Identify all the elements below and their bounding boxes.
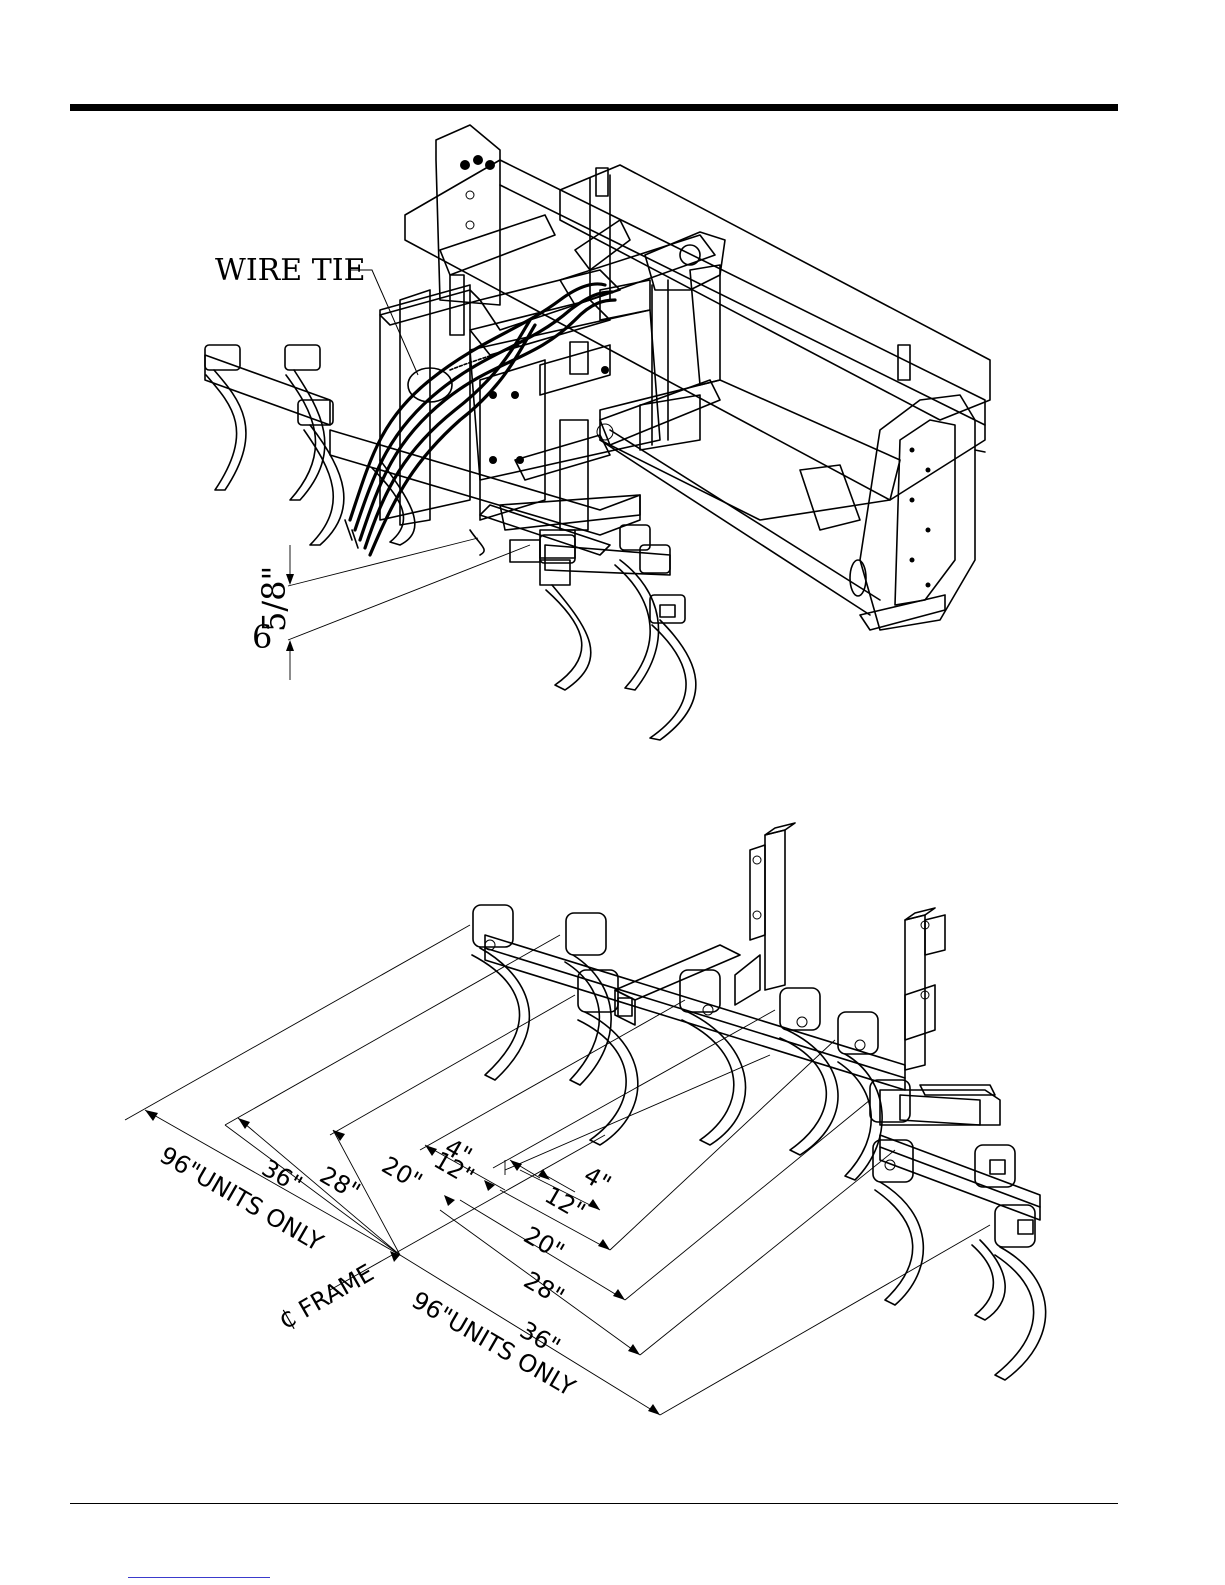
dim-left-20: 20" xyxy=(377,1151,427,1196)
footer-rule xyxy=(70,1503,1118,1504)
dim-right-4: 4" xyxy=(579,1161,616,1198)
dim-right-20: 20" xyxy=(519,1221,569,1266)
spring-shanks xyxy=(472,905,1046,1380)
footer-link-underline[interactable] xyxy=(128,1577,270,1578)
dimension-labels-right: 4" 12" 20" 28" 36" 96"UNITS ONLY xyxy=(407,1161,616,1402)
centerline-label: ₵ FRAME xyxy=(274,1259,379,1336)
rear-toolbar xyxy=(485,823,1040,1220)
dim-left-36: 36" xyxy=(257,1154,307,1199)
dimension-lines xyxy=(145,1110,660,1415)
dim-right-12: 12" xyxy=(540,1181,590,1226)
dim-left-28: 28" xyxy=(315,1161,365,1206)
